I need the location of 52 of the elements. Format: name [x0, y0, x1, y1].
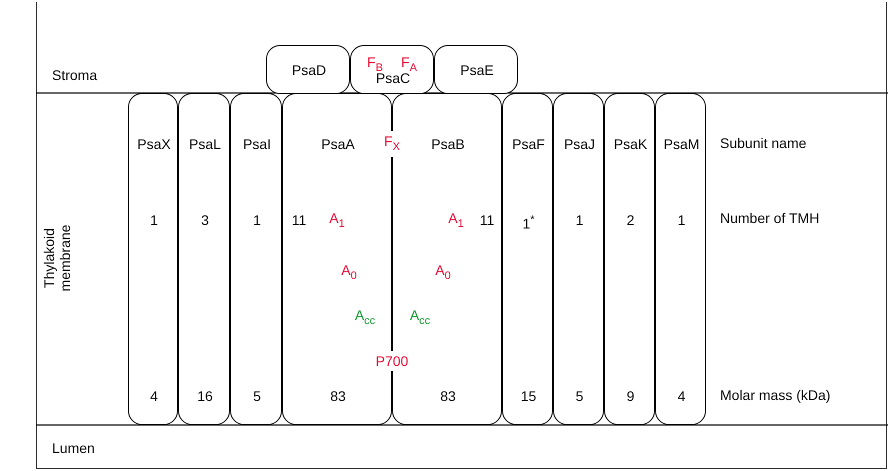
molar-mass: 4: [678, 388, 686, 404]
tmh-count: 2: [626, 212, 634, 228]
membrane-subunit-box: [502, 93, 553, 425]
cofactor-label: A$_{cc}$: [410, 307, 430, 329]
tmh-count: 1: [150, 212, 158, 228]
molar-mass: 4: [150, 388, 158, 404]
cofactor-label: P700: [376, 351, 408, 371]
subunit-name: PsaI: [243, 136, 271, 152]
tmh-count: 1: [576, 212, 584, 228]
membrane-subunit-box: [178, 93, 230, 425]
subunit-name: PsaK: [614, 136, 648, 152]
molar-mass: 15: [520, 388, 536, 404]
subunit-name: PsaA: [321, 136, 355, 152]
membrane-subunit-box: [230, 93, 282, 425]
row-label: Subunit name: [720, 135, 806, 151]
subunit-name: PsaB: [431, 136, 465, 152]
molar-mass: 9: [626, 388, 634, 404]
tmh-count: 11: [480, 212, 494, 228]
subunit-name: PsaL: [189, 136, 221, 152]
row-label: Number of TMH: [720, 210, 820, 226]
subunit-name: PsaJ: [564, 136, 596, 152]
subunit-name: PsaM: [664, 136, 700, 152]
region-label: Lumen: [52, 440, 95, 456]
peripheral-subunit-box: [434, 45, 518, 94]
membrane-subunit-box: [604, 93, 655, 425]
region-label: Thylakoid membrane: [41, 224, 73, 294]
tmh-count: 1: [678, 212, 686, 228]
tmh-count: 1: [253, 212, 261, 228]
peripheral-subunit-box: [266, 45, 350, 94]
membrane-subunit-box: [655, 93, 706, 425]
cofactor-label: A$_{cc}$: [354, 307, 376, 329]
molar-mass: 83: [440, 388, 456, 404]
cofactor-label: A$_{0}$: [435, 262, 451, 284]
tmh-count: 11: [292, 212, 306, 228]
tmh-count: 3: [201, 212, 209, 228]
membrane-subunit-box: [128, 93, 178, 425]
cofactor-label: A$_{1}$: [329, 210, 345, 232]
molar-mass: 16: [197, 388, 213, 404]
subunit-name: PsaD: [292, 62, 326, 78]
cofactor-label: A$_{0}$: [341, 262, 357, 284]
subunit-name: PsaX: [137, 136, 171, 152]
membrane-subunit-box: [553, 93, 604, 425]
molar-mass: 83: [330, 388, 346, 404]
cofactor-label: A$_{1}$: [448, 210, 464, 232]
tmh-count: 1$^{*}$: [522, 213, 535, 232]
molar-mass: 5: [253, 388, 261, 404]
cofactor-label: F$_{X}$: [384, 131, 400, 157]
region-label: Stroma: [52, 67, 98, 83]
subunit-name: PsaF: [512, 136, 545, 152]
subunit-name: PsaE: [460, 62, 494, 78]
row-label: Molar mass (kDa): [720, 387, 830, 403]
molar-mass: 5: [576, 388, 584, 404]
